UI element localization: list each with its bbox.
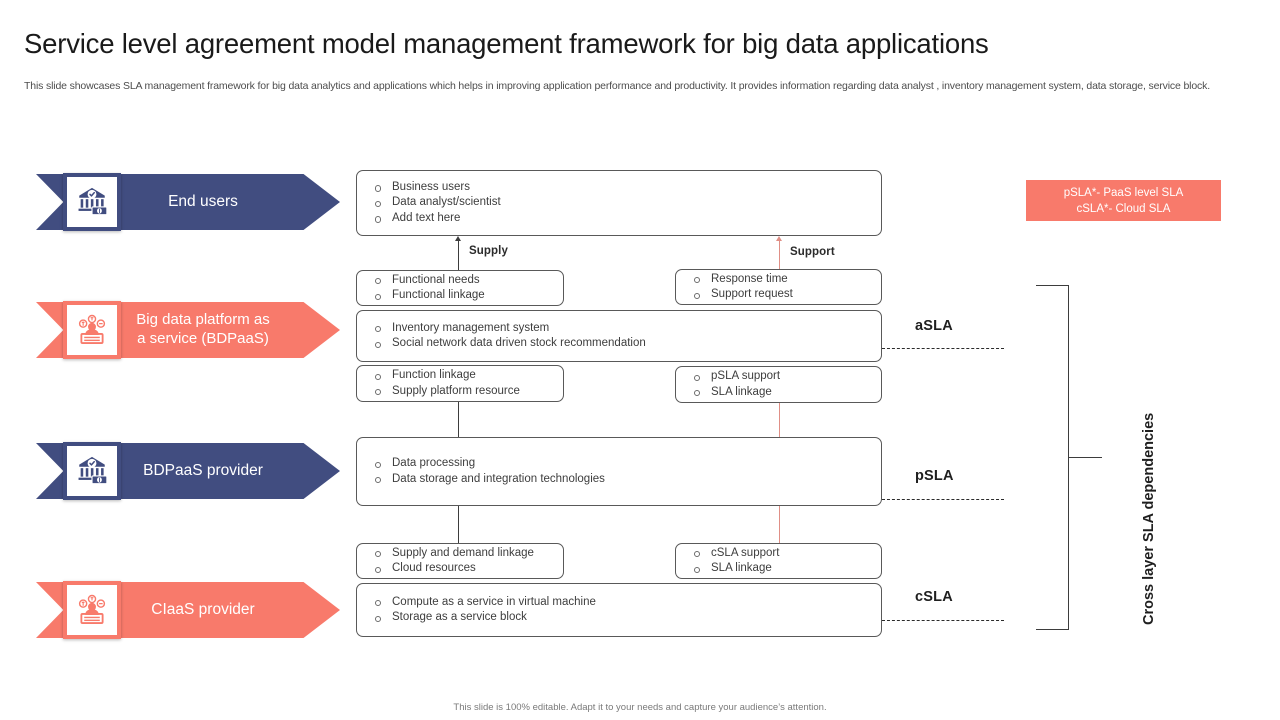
support-arrowhead-icon	[775, 236, 782, 241]
list-item: Support request	[690, 287, 871, 303]
box-list-ciaas-supply: Supply and demand linkage Cloud resource…	[371, 546, 553, 577]
list-item: Supply platform resource	[371, 384, 553, 400]
list-item: Add text here	[371, 211, 871, 227]
lane-label-bdpaas-line2: a service (BDPaaS)	[137, 330, 269, 347]
supply-connector-line-2	[458, 402, 459, 437]
lane-label-bdpaas: Big data platform as a service (BDPaaS)	[36, 311, 340, 349]
list-item: SLA linkage	[690, 385, 871, 401]
list-item: SLA linkage	[690, 561, 871, 577]
user-settings-card-icon	[78, 314, 106, 345]
legend-box: pSLA*- PaaS level SLA cSLA*- Cloud SLA	[1026, 180, 1221, 221]
lane-label-bdpaas-line1: Big data platform as	[136, 311, 270, 329]
box-list-end-users: Business users Data analyst/scientist Ad…	[371, 180, 871, 227]
list-item: Data storage and integration technologie…	[371, 472, 871, 488]
box-list-provider-main: Data processing Data storage and integra…	[371, 456, 871, 487]
list-item: Social network data driven stock recomme…	[371, 336, 871, 352]
box-list-ciaas-support: cSLA support SLA linkage	[690, 546, 871, 577]
legend-line-1: pSLA*- PaaS level SLA	[1063, 186, 1184, 199]
box-list-bdpaas-support-top: Response time Support request	[690, 272, 871, 303]
cross-layer-bracket	[1036, 285, 1102, 630]
list-item: Functional needs	[371, 273, 553, 289]
list-item: Response time	[690, 272, 871, 288]
lane-label-end-users: End users	[168, 193, 238, 211]
support-connector-line	[779, 239, 780, 270]
list-item: Compute as a service in virtual machine	[371, 595, 871, 611]
list-item: Business users	[371, 180, 871, 196]
box-list-bdpaas-supply-bottom: Function linkage Supply platform resourc…	[371, 368, 553, 399]
sla-leader-asla	[882, 348, 1004, 349]
box-end-users[interactable]: Business users Data analyst/scientist Ad…	[356, 170, 882, 236]
sla-label-csla: cSLA	[915, 589, 953, 605]
flow-label-support: Support	[790, 246, 835, 258]
sla-leader-psla	[882, 499, 1004, 500]
footer-note: This slide is 100% editable. Adapt it to…	[453, 702, 827, 713]
supply-connector-line	[458, 239, 459, 270]
list-item: cSLA support	[690, 546, 871, 562]
box-list-bdpaas-support-bottom: pSLA support SLA linkage	[690, 369, 871, 400]
box-list-bdpaas-main: Inventory management system Social netwo…	[371, 321, 871, 352]
list-item: Data analyst/scientist	[371, 195, 871, 211]
box-list-ciaas-main: Compute as a service in virtual machine …	[371, 595, 871, 626]
support-connector-line-2	[779, 403, 780, 437]
list-item: pSLA support	[690, 369, 871, 385]
list-item: Function linkage	[371, 368, 553, 384]
bracket-top-arm	[1036, 285, 1068, 286]
legend-line-2: cSLA*- Cloud SLA	[1076, 202, 1171, 215]
sla-label-psla: pSLA	[915, 468, 954, 484]
lane-icon-tile-bdpaas	[63, 301, 121, 359]
bracket-caption: Cross layer SLA dependencies	[1141, 412, 1157, 625]
box-provider-main[interactable]: Data processing Data storage and integra…	[356, 437, 882, 506]
bracket-bottom-arm	[1036, 629, 1068, 630]
list-item: Data processing	[371, 456, 871, 472]
flow-label-supply: Supply	[469, 245, 508, 257]
lane-icon-tile-ciaas-provider	[63, 581, 121, 639]
list-item: Supply and demand linkage	[371, 546, 553, 562]
list-item: Functional linkage	[371, 288, 553, 304]
lane-label-ciaas-provider: CIaaS provider	[151, 601, 255, 619]
sla-leader-csla	[882, 620, 1004, 621]
box-ciaas-support[interactable]: cSLA support SLA linkage	[675, 543, 882, 579]
box-bdpaas-supply-bottom[interactable]: Function linkage Supply platform resourc…	[356, 365, 564, 402]
box-bdpaas-main[interactable]: Inventory management system Social netwo…	[356, 310, 882, 362]
support-connector-line-3	[779, 506, 780, 543]
box-bdpaas-supply-top[interactable]: Functional needs Functional linkage	[356, 270, 564, 306]
lane-icon-tile-bdpaas-provider	[63, 442, 121, 500]
list-item: Inventory management system	[371, 321, 871, 337]
sla-label-asla: aSLA	[915, 318, 953, 334]
list-item: Cloud resources	[371, 561, 553, 577]
lane-icon-tile-end-users	[63, 173, 121, 231]
bank-check-money-icon	[78, 187, 108, 216]
lane-label-bdpaas-provider: BDPaaS provider	[143, 462, 263, 480]
bank-check-money-icon	[78, 456, 108, 485]
page-subtitle: This slide showcases SLA management fram…	[24, 80, 1211, 92]
supply-connector-line-3	[458, 506, 459, 543]
user-settings-card-icon	[78, 594, 106, 625]
box-ciaas-main[interactable]: Compute as a service in virtual machine …	[356, 583, 882, 637]
box-ciaas-supply[interactable]: Supply and demand linkage Cloud resource…	[356, 543, 564, 579]
list-item: Storage as a service block	[371, 610, 871, 626]
bracket-stem	[1068, 457, 1102, 458]
page-title: Service level agreement model management…	[24, 28, 989, 59]
box-bdpaas-support-bottom[interactable]: pSLA support SLA linkage	[675, 366, 882, 403]
box-bdpaas-support-top[interactable]: Response time Support request	[675, 269, 882, 305]
supply-arrowhead-icon	[454, 236, 461, 241]
box-list-bdpaas-supply-top: Functional needs Functional linkage	[371, 273, 553, 304]
